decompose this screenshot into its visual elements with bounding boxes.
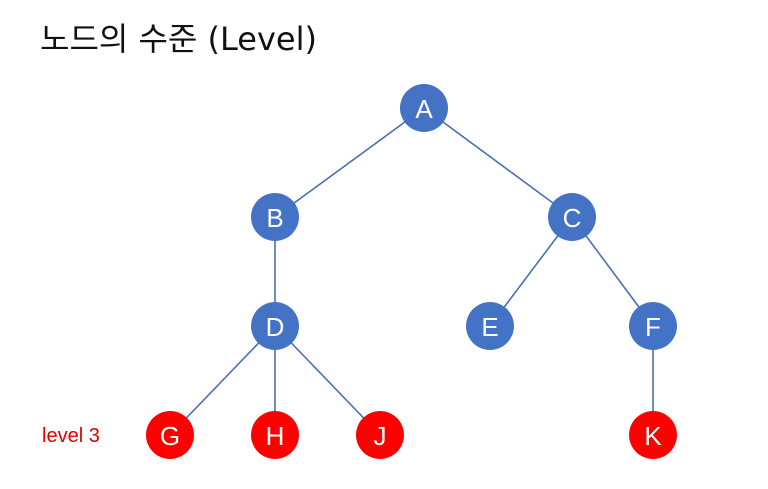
node-circle-h (251, 411, 299, 459)
node-circle-a (400, 84, 448, 132)
node-circle-b (251, 193, 299, 241)
node-c: C (548, 193, 596, 241)
node-label-h: H (266, 421, 285, 451)
edge-a-c (423, 107, 573, 218)
edge-d-g (169, 325, 276, 436)
node-label-k: K (644, 421, 662, 451)
node-circle-e (466, 302, 514, 350)
node-b: B (251, 193, 299, 241)
node-f: F (629, 302, 677, 350)
node-circle-d (251, 302, 299, 350)
node-label-e: E (481, 312, 498, 342)
slide-title: 노드의 수준 (Level) (40, 20, 317, 58)
tree-nodes: A B C D E F G H J K (146, 84, 677, 459)
node-label-g: G (160, 421, 180, 451)
node-label-j: J (374, 421, 387, 451)
node-j: J (356, 411, 404, 459)
node-circle-g (146, 411, 194, 459)
node-g: G (146, 411, 194, 459)
node-a: A (400, 84, 448, 132)
node-circle-j (356, 411, 404, 459)
node-label-d: D (266, 312, 285, 342)
level-3-label: level 3 (42, 425, 100, 447)
node-d: D (251, 302, 299, 350)
node-label-b: B (266, 203, 283, 233)
node-label-c: C (563, 203, 582, 233)
node-h: H (251, 411, 299, 459)
node-circle-c (548, 193, 596, 241)
edge-a-b (274, 107, 425, 218)
node-k: K (629, 411, 677, 459)
edge-d-j (274, 325, 381, 436)
node-circle-f (629, 302, 677, 350)
node-label-f: F (645, 312, 661, 342)
node-label-a: A (415, 94, 433, 124)
node-circle-k (629, 411, 677, 459)
node-e: E (466, 302, 514, 350)
tree-edges (169, 107, 654, 436)
